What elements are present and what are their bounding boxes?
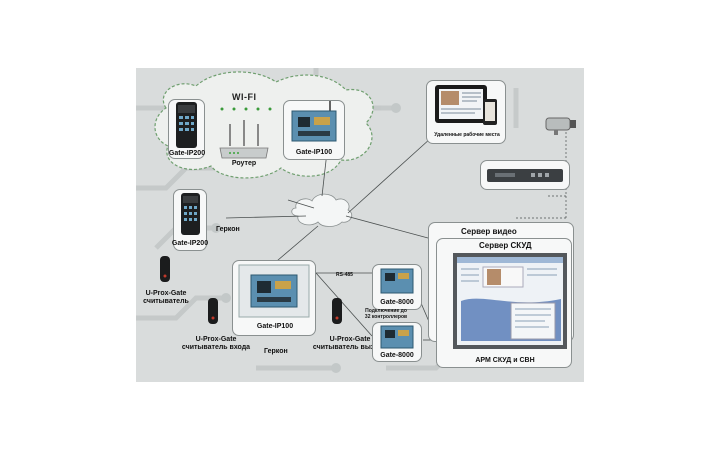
- network-diagram: WI-FI Gate-IP200 Роутер: [136, 68, 584, 382]
- camera-icon[interactable]: [542, 114, 578, 136]
- gate-ip100-top-label: Gate-IP100: [295, 149, 333, 156]
- controller-board-icon: [380, 268, 414, 294]
- gate-ip200-mid-label: Gate-IP200: [171, 240, 209, 247]
- card-reader-icon[interactable]: [158, 254, 172, 284]
- controller-board-icon: [291, 101, 337, 142]
- controller-board-icon: [238, 264, 310, 318]
- keypad-terminal-icon: [176, 102, 197, 148]
- gate-ip200-mid-card[interactable]: Gate-IP200: [171, 189, 209, 251]
- router-node[interactable]: Роутер: [216, 118, 272, 170]
- router-icon: [219, 120, 269, 159]
- card-reader-exit-icon[interactable]: [330, 296, 344, 326]
- wifi-label: WI-FI: [232, 92, 257, 102]
- tablet-phone-icon: [435, 85, 497, 125]
- video-recorder-icon: [487, 169, 563, 182]
- gerkon-bottom-label: Геркон: [264, 348, 288, 355]
- connection-note-line2: 32 контроллеров: [364, 314, 408, 320]
- acs-server-title: Сервер СКУД: [479, 241, 532, 250]
- gerkon-top-label: Геркон: [216, 226, 240, 233]
- remote-workstations-label: Удаленные рабочие места: [434, 132, 500, 138]
- uprox-left-line2: считыватель: [143, 298, 189, 305]
- gate-ip100-center-label: Gate-IP100: [256, 323, 294, 330]
- video-server-title: Сервер видео: [461, 227, 517, 236]
- uprox-in-line2: считыватель входа: [181, 344, 251, 351]
- keypad-terminal-icon: [181, 193, 200, 235]
- gate8000-bottom-label: Gate-8000: [380, 352, 414, 359]
- gate8000-top-label: Gate-8000: [380, 299, 414, 306]
- controller-board-icon: [380, 325, 414, 349]
- remote-workstations-card[interactable]: Удаленные рабочие места: [426, 80, 506, 144]
- arm-label: АРМ СКУД и СВН: [475, 357, 535, 364]
- router-label: Роутер: [231, 160, 257, 167]
- card-reader-entry-icon[interactable]: [206, 296, 220, 326]
- uprox-in-line1: U-Prox-Gate: [195, 336, 237, 343]
- wifi-signal-dots: [220, 107, 272, 111]
- gate-ip100-center-card[interactable]: Gate-IP100: [232, 260, 316, 336]
- acs-server-panel[interactable]: Сервер СКУД АРМ СКУД и СВН: [436, 238, 572, 368]
- video-recorder-card[interactable]: [480, 160, 570, 190]
- uprox-left-line1: U-Prox-Gate: [145, 290, 187, 297]
- gate8000-top-card[interactable]: Gate-8000: [372, 264, 422, 310]
- rs485-label: RS-485: [336, 272, 353, 278]
- gate-ip100-top-card[interactable]: Gate-IP100: [283, 100, 345, 160]
- uprox-out-line1: U-Prox-Gate: [329, 336, 371, 343]
- gate8000-bottom-card[interactable]: Gate-8000: [372, 322, 422, 362]
- software-screen-icon: [453, 253, 567, 349]
- connection-note-line1: Подключение до: [365, 308, 407, 314]
- gate-ip200-top-card[interactable]: Gate-IP200: [168, 99, 205, 159]
- uprox-out-line2: считыватель выхода: [312, 344, 388, 351]
- gate-ip200-top-label: Gate-IP200: [168, 150, 206, 157]
